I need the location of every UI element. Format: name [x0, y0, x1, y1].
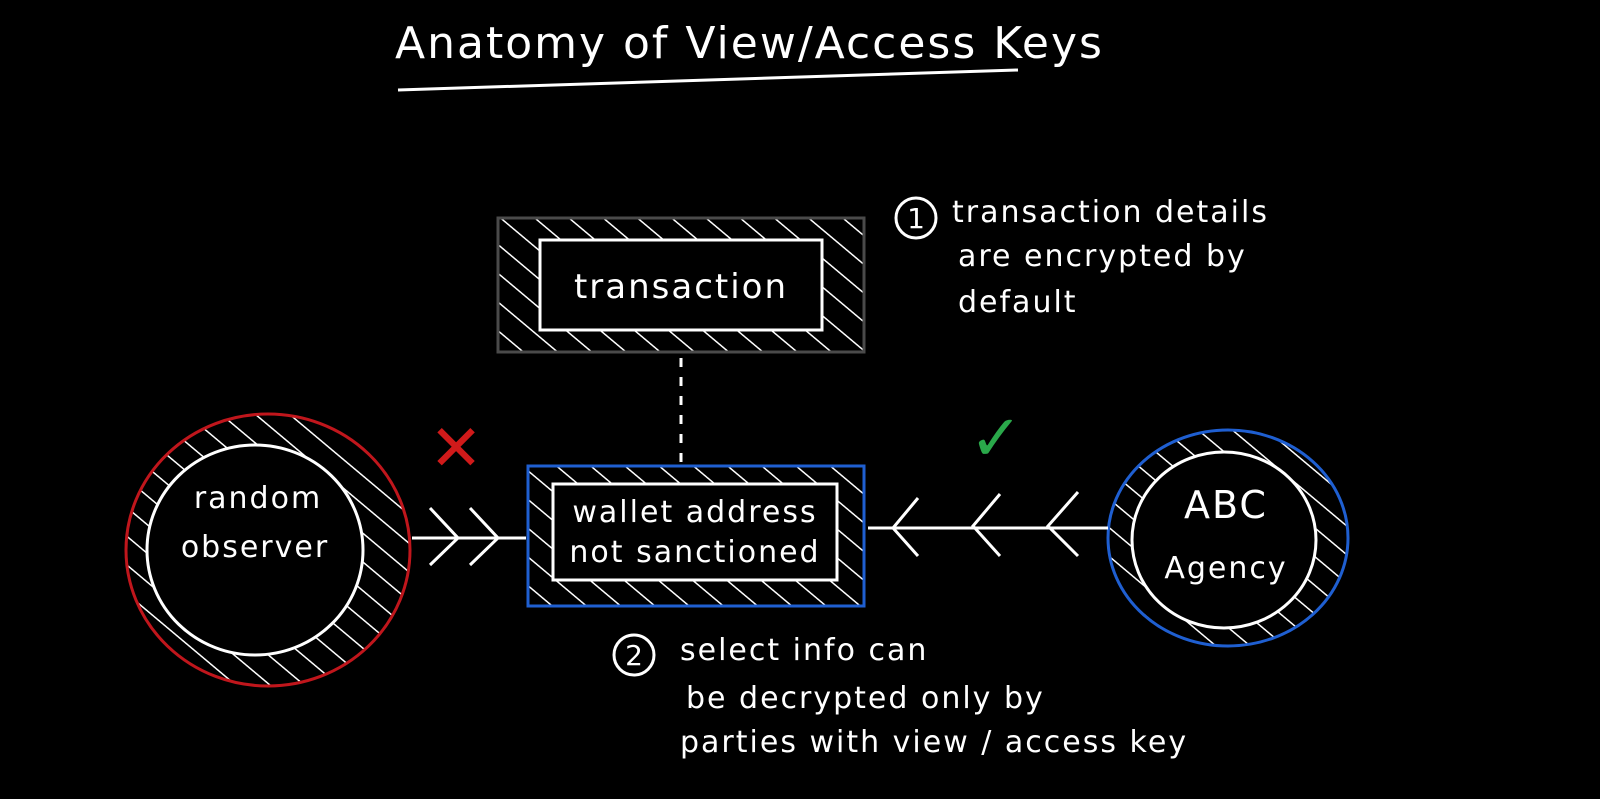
agency-label-line2: Agency — [1164, 551, 1287, 586]
agency-inner-circle — [1130, 450, 1318, 630]
transaction-box: transaction — [496, 216, 866, 354]
transaction-inner-box — [538, 238, 824, 332]
agency-arrow-fletch-2 — [971, 493, 1002, 558]
agency-ring — [1106, 428, 1350, 648]
wallet-label-line2: not sanctioned — [569, 535, 820, 570]
observer-arrow-fletch-1 — [428, 506, 461, 567]
observer-label-line2: observer — [181, 530, 329, 565]
wallet-label-line1: wallet address — [572, 495, 817, 530]
title-underline — [397, 68, 1019, 92]
agency-arrow-fletch-1 — [891, 497, 920, 557]
note-1-number-circle — [894, 196, 938, 240]
wallet-outline — [526, 464, 866, 608]
allowed-check-mark: ✓ — [969, 402, 1023, 476]
agency-node: ABC Agency — [1106, 428, 1350, 648]
observer-inner-circle — [145, 443, 365, 657]
note-2-line2: be decrypted only by — [686, 681, 1045, 716]
transaction-outline — [496, 216, 866, 354]
note-2-number: 2 — [625, 639, 643, 672]
note-1-line1: transaction details — [952, 195, 1269, 230]
note-2-number-circle — [612, 633, 656, 677]
transaction-label: transaction — [574, 267, 788, 307]
agency-arrow-fletch-3 — [1045, 491, 1080, 558]
note-1-line3: default — [958, 285, 1078, 320]
note-2-line1: select info can — [680, 633, 928, 668]
observer-ring — [124, 412, 412, 688]
observer-node: random observer — [124, 412, 412, 688]
diagram-title: Anatomy of View/Access Keys — [395, 18, 1104, 69]
wallet-inner-box — [551, 482, 839, 582]
wallet-box: wallet address not sanctioned — [526, 464, 866, 608]
denied-cross-mark: ✕ — [429, 412, 483, 486]
agency-to-wallet-arrow — [868, 491, 1108, 558]
note-1-number: 1 — [907, 202, 925, 235]
agency-label-line1: ABC — [1184, 483, 1268, 527]
observer-to-wallet-arrow — [412, 506, 526, 567]
note-2: 2 select info can be decrypted only by p… — [612, 633, 1188, 760]
note-1: 1 transaction details are encrypted by d… — [894, 195, 1269, 320]
observer-arrow-fletch-2 — [468, 506, 501, 567]
observer-label-line1: random — [194, 481, 322, 516]
note-1-line2: are encrypted by — [958, 239, 1247, 274]
note-2-line3: parties with view / access key — [680, 725, 1188, 760]
